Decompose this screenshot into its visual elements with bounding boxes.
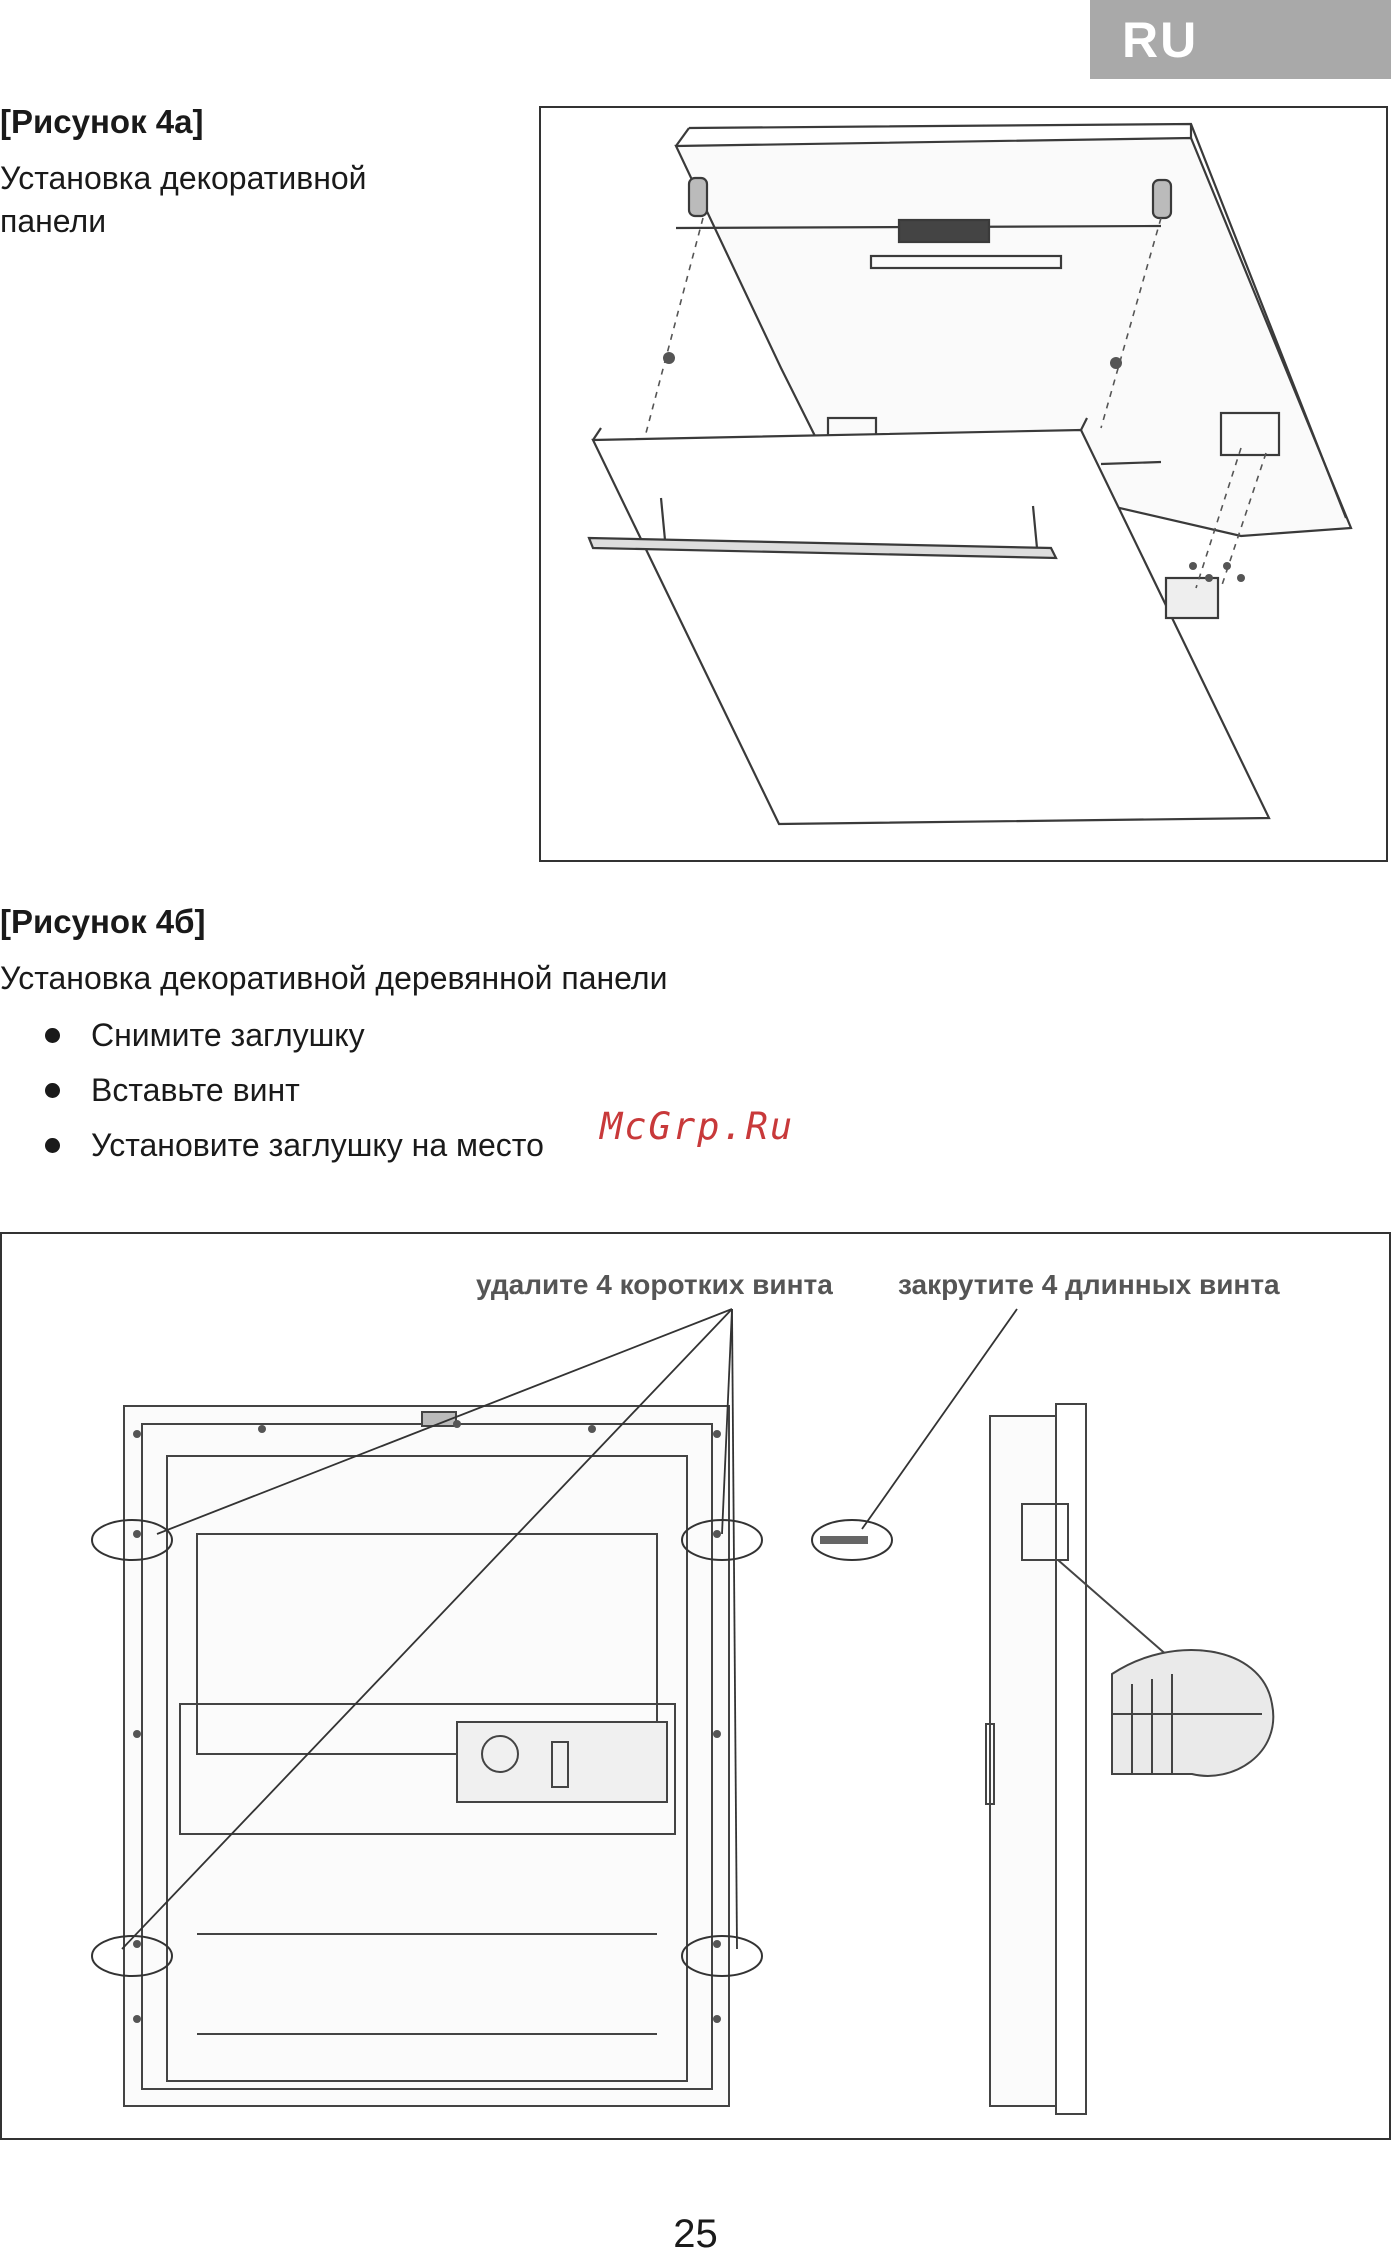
watermark: McGrp.Ru	[600, 1105, 794, 1148]
bullet-icon	[45, 1083, 60, 1098]
step-text: Снимите заглушку	[91, 1008, 365, 1063]
figure-4a-drawing	[539, 106, 1388, 862]
bullet-icon	[45, 1028, 60, 1043]
callout-tighten-screws: закрутите 4 длинных винта	[898, 1269, 1280, 1300]
list-item: Установите заглушку на место	[45, 1118, 544, 1173]
door-screws-illustration: удалите 4 коротких винта закрутите 4 дли…	[2, 1234, 1391, 2142]
figure-4a-title: [Рисунок 4a]	[0, 103, 203, 141]
figure-4a-description-line1: Установка декоративной	[0, 157, 367, 200]
step-text: Установите заглушку на место	[91, 1118, 544, 1173]
figure-4a-description-line2: панели	[0, 200, 367, 243]
list-item: Вставьте винт	[45, 1063, 544, 1118]
panel-install-illustration	[541, 108, 1390, 864]
step-text: Вставьте винт	[91, 1063, 300, 1118]
installation-steps-list: Снимите заглушку Вставьте винт Установит…	[45, 1008, 544, 1173]
figure-4b-title: [Рисунок 4б]	[0, 903, 206, 941]
list-item: Снимите заглушку	[45, 1008, 544, 1063]
figure-4b-drawing: удалите 4 коротких винта закрутите 4 дли…	[0, 1232, 1391, 2140]
figure-4a-description: Установка декоративной панели	[0, 157, 367, 243]
bullet-icon	[45, 1138, 60, 1153]
language-badge: RU	[1090, 0, 1391, 79]
figure-4b-description: Установка декоративной деревянной панели	[0, 957, 667, 1000]
page-number: 25	[0, 2212, 1391, 2257]
callout-remove-screws: удалите 4 коротких винта	[476, 1269, 833, 1300]
